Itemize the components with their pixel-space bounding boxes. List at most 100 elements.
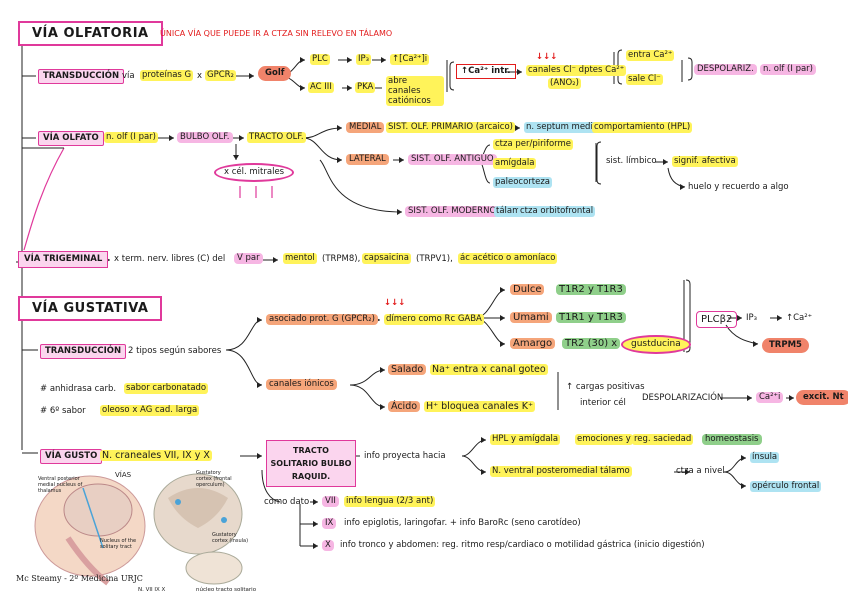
via-label: vía	[122, 71, 135, 81]
ca-intr-box: ↑Ca²⁺ intr.	[456, 64, 516, 79]
down-arrows-gust: ↓↓↓	[384, 298, 406, 308]
salado: Salado	[388, 364, 427, 375]
nolf-end: n. olf (I par)	[760, 64, 816, 75]
medial-label: MEDIAL	[346, 122, 385, 133]
dulce-receptores: T1R2 y T1R3	[556, 284, 626, 295]
x-text: info tronco y abdomen: reg. ritmo resp/c…	[340, 540, 705, 550]
mitrales-circle: x cél. mitrales	[214, 163, 295, 182]
n-ventral: N. ventral posteromedial tálamo	[490, 466, 632, 477]
down-arrows-olf: ↓↓↓	[536, 52, 558, 62]
ca-i-label: ↑[Ca²⁺]i	[390, 54, 430, 65]
brain-illustration	[34, 473, 243, 586]
sexto-sabor: # 6º sabor	[40, 406, 86, 416]
sist-limbico: sist. límbico	[606, 156, 657, 166]
insula: ínsula	[750, 452, 780, 463]
gustducina: gustducina	[621, 335, 691, 354]
tipos-sabores: 2 tipos según sabores	[128, 346, 222, 356]
term-libres: x term. nerv. libres (C) del	[114, 254, 226, 264]
ip3-gust: IP₃	[746, 313, 758, 323]
n-craneales: N. craneales VII, IX y X	[100, 450, 212, 461]
trpv1: (TRPV1),	[416, 254, 453, 264]
vii-label: VII	[322, 496, 339, 507]
via-olfato-box: VÍA OLFATO	[38, 131, 104, 146]
vias-label: VÍAS	[115, 471, 132, 479]
ix-label: IX	[322, 518, 337, 529]
emociones: emociones y	[575, 434, 633, 445]
asociado-prot-g: asociado prot. G (GPCR₂)	[266, 314, 378, 325]
nolf-start: n. olf (I par)	[104, 132, 158, 143]
info-proyecta: info proyecta hacia	[364, 451, 446, 461]
ac-label: AC III	[308, 82, 334, 93]
fig-label-3: Nucleus of the solitary tract	[100, 538, 137, 550]
ca-gust: ↑Ca²⁺	[786, 313, 813, 323]
sabor-carbonatado: sabor carbonatado	[124, 383, 209, 394]
septum-label: n. septum medial	[524, 122, 603, 133]
ca-i-gust: Ca²⁺i	[756, 392, 784, 403]
amigdala-olf: amígdala	[493, 158, 537, 169]
amargo-receptores: TR2 (30) x	[562, 338, 621, 349]
transduccion-gust-box: TRANSDUCCIÓN	[40, 344, 127, 359]
hpl-amigdala: HPL y amígdala	[490, 434, 561, 445]
canales-ionicos: canales iónicos	[266, 379, 337, 390]
acido: Ácido	[388, 401, 421, 412]
acido-acetico: ác acético o amoníaco	[458, 253, 558, 264]
proteinas-g: proteínas G	[140, 70, 194, 81]
ip3-label: IP₃	[356, 54, 372, 65]
capsaicina: capsaicina	[362, 253, 411, 264]
como-dato: como dato	[264, 497, 310, 507]
amargo: Amargo	[510, 338, 556, 349]
sist-antiguo: SIST. OLF. ANTIGUO	[408, 154, 497, 165]
fig-n-vii: N. VII IX X	[138, 587, 166, 593]
umami: Umami	[510, 312, 552, 323]
canales-cl: canales Cl⁻ dptes Ca²⁺	[526, 65, 627, 76]
fig-label-1: Ventral posterior medial nucleus of thal…	[38, 476, 83, 494]
lateral-label: LATERAL	[346, 154, 389, 165]
ctza-nivel: ctza a nivel	[676, 466, 725, 476]
umami-receptores: T1R1 y T1R3	[556, 312, 626, 323]
reg-saciedad: reg. saciedad	[632, 434, 694, 445]
comportamiento: comportamiento (HPL)	[592, 122, 693, 133]
tracto-solitario-box: TRACTO SOLITARIO BULBO RAQUID.	[266, 440, 356, 487]
acido-texto: H⁺ bloquea canales K⁺	[424, 401, 535, 412]
trpm5-pill: TRPM5	[762, 338, 809, 353]
ctza-per: ctza per/piriforme	[493, 139, 574, 150]
huelo-recuerdo: huelo y recuerdo a algo	[688, 182, 789, 192]
credit: Mc Steamy - 2º Medicina URJC	[16, 574, 143, 583]
abre-canales: abre canales catiónicos	[386, 76, 444, 106]
despolariz-label: DESPOLARIZ.	[694, 64, 757, 75]
operculo-frontal: opérculo frontal	[750, 481, 822, 492]
pka-label: PKA	[355, 82, 376, 93]
dimero-gaba: dímero como Rc GABA	[384, 314, 484, 325]
via-olfatoria-title: VÍA OLFATORIA	[18, 21, 163, 46]
mentol: mentol	[283, 253, 317, 264]
sale-cl: sale Cl⁻	[626, 74, 663, 85]
plcb2-box: PLCβ2	[696, 311, 738, 328]
vii-text: info lengua (2/3 ant)	[344, 496, 436, 507]
plc-label: PLC	[310, 54, 330, 65]
entra-ca: entra Ca²⁺	[626, 50, 675, 61]
ctza-orbitofrontal: ctza orbitofrontal	[518, 206, 596, 217]
dulce: Dulce	[510, 284, 545, 295]
ix-text: info epiglotis, laringofar. + info BaroR…	[344, 518, 581, 528]
x-label: x	[197, 71, 203, 81]
fig-label-4: Gustatory cortex (insula)	[212, 532, 249, 544]
despolarizacion: DESPOLARIZACIÓN	[642, 393, 724, 403]
trpm8: (TRPM8),	[322, 254, 361, 264]
signif-afectiva: signif. afectiva	[672, 156, 738, 167]
via-gustativa-title: VÍA GUSTATIVA	[18, 296, 163, 321]
fig-label-2: Gustatory cortex (frontal operculum)	[196, 470, 232, 488]
v-par: V par	[234, 253, 263, 264]
tracto-olf: TRACTO OLF.	[247, 132, 306, 143]
ano2-label: (ANO₂)	[548, 78, 581, 89]
anatomy-figure	[28, 468, 258, 588]
sist-primario: SIST. OLF. PRIMARIO (arcaico)	[386, 122, 515, 133]
bulbo-olf: BULBO OLF.	[177, 132, 233, 143]
sist-moderno: SIST. OLF. MODERNO	[405, 206, 500, 217]
x-label: X	[322, 540, 334, 551]
golf-pill: Golf	[258, 66, 292, 81]
anhidrasa: # anhidrasa carb.	[40, 384, 117, 394]
fig-tracto-label: núcleo tracto solitario	[196, 587, 257, 593]
excit-nt: excit. Nt	[796, 390, 848, 405]
interior-cel: interior cél	[580, 398, 626, 408]
talamo-olf: tálamo	[494, 206, 528, 217]
